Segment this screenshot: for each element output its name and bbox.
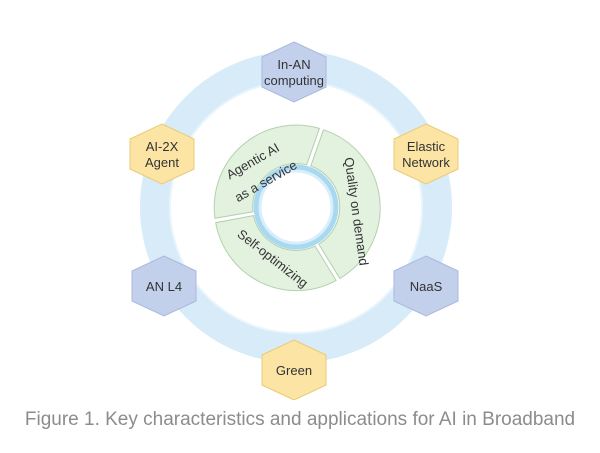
segment-agentic	[213, 124, 321, 219]
node-label-line1: AI-2X	[146, 139, 179, 154]
node-label-line2: computing	[264, 73, 324, 88]
segment-quality	[310, 129, 381, 280]
node-label: NaaS	[410, 279, 443, 294]
hexagon-shape	[129, 123, 195, 185]
node-green: Green	[261, 339, 327, 401]
node-elastic-network: Elastic Network	[393, 123, 459, 185]
node-ai-2x-agent: AI-2X Agent	[129, 123, 195, 185]
hexagon-shape	[261, 41, 327, 103]
ai-broadband-diagram: Agentic AI as a service Quality on deman…	[129, 41, 459, 401]
node-label: AN L4	[146, 279, 182, 294]
node-naas: NaaS	[393, 255, 459, 317]
hexagon-shape	[393, 123, 459, 185]
node-an-l4: AN L4	[131, 255, 197, 317]
segment-self-optimizing	[215, 215, 337, 292]
node-label-line2: Network	[402, 155, 450, 170]
hexagon-shape	[131, 255, 197, 317]
center-hub-core	[260, 171, 332, 243]
node-label-line1: Elastic	[407, 139, 446, 154]
diagram-canvas: Agentic AI as a service Quality on deman…	[129, 41, 459, 401]
node-label-line2: Agent	[145, 155, 179, 170]
figure-caption: Figure 1. Key characteristics and applic…	[24, 409, 576, 430]
hexagon-shape	[393, 255, 459, 317]
node-label-line1: In-AN	[277, 57, 310, 72]
node-in-an-computing: In-AN computing	[261, 41, 327, 103]
node-label: Green	[276, 363, 312, 378]
